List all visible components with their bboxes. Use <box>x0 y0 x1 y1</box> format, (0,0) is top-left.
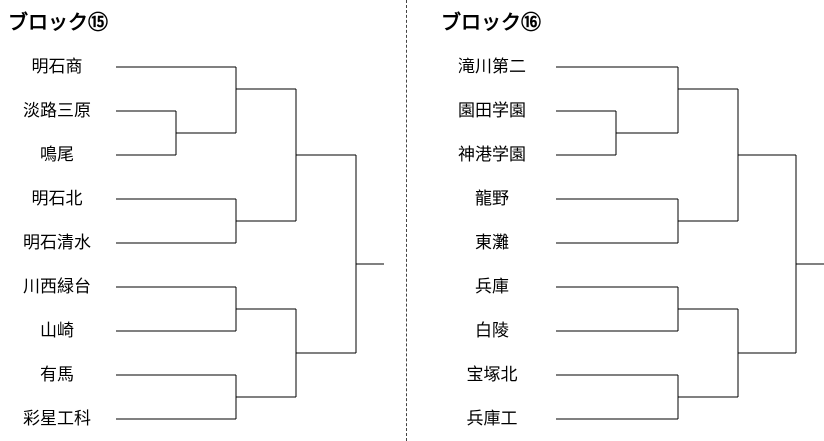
team-kawanishi-midoridai: 川西緑台 <box>23 277 91 297</box>
team-higashinada: 東灘 <box>475 233 509 253</box>
team-yamasaki: 山崎 <box>40 321 74 341</box>
team-arima: 有馬 <box>40 365 74 385</box>
team-takarazuka-kita: 宝塚北 <box>466 365 518 385</box>
team-shinko-gakuen: 神港学園 <box>458 145 526 165</box>
block-15-title: ブロック⑮ <box>8 10 108 34</box>
team-akashi-kita: 明石北 <box>31 189 83 209</box>
team-hakuryo: 白陵 <box>475 321 509 341</box>
team-akashi-sho: 明石商 <box>31 57 83 77</box>
block-16-title: ブロック⑯ <box>441 10 541 34</box>
team-sonoda-gakuen: 園田学園 <box>458 101 526 121</box>
block-divider <box>406 0 407 441</box>
team-awaji-mihara: 淡路三原 <box>23 101 91 121</box>
team-hyogo: 兵庫 <box>475 277 509 297</box>
team-akashi-shimizu: 明石清水 <box>23 233 91 253</box>
team-naruo: 鳴尾 <box>40 145 74 165</box>
team-saisei-kouka: 彩星工科 <box>23 409 91 429</box>
team-tatsuno: 龍野 <box>475 189 509 209</box>
team-takigawa-daini: 滝川第二 <box>458 57 526 77</box>
team-hyogo-ko: 兵庫工 <box>466 409 518 429</box>
